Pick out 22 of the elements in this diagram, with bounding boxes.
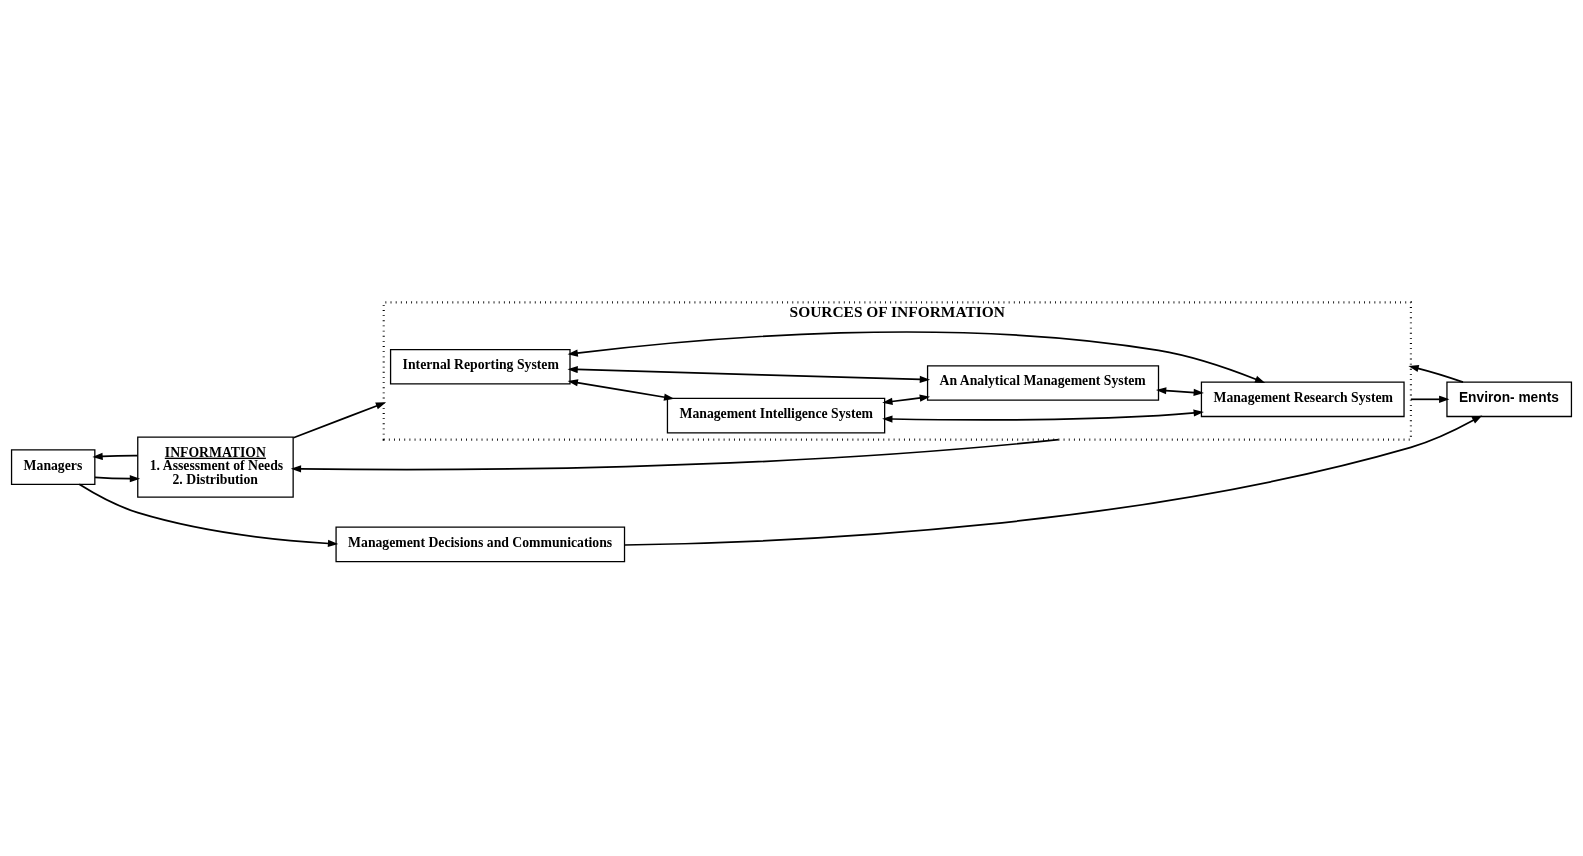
arrow <box>78 482 339 547</box>
node-box: INFORMATION 1. Assessment of Needs 2. Distribution <box>137 435 294 498</box>
arrow <box>1155 386 1204 396</box>
arrow <box>567 365 931 383</box>
arrow <box>567 330 1266 383</box>
arrow <box>1408 364 1464 383</box>
node-box: Environ- ments <box>1446 381 1573 417</box>
arrow <box>1410 395 1450 403</box>
arrow <box>567 378 675 401</box>
arrow <box>292 401 387 439</box>
arrow <box>882 393 931 405</box>
arrow <box>882 408 1204 423</box>
arrow <box>92 452 139 460</box>
arrow <box>94 474 141 482</box>
node-box: Management Decisions and Communications <box>335 526 626 562</box>
arrow <box>623 414 1483 546</box>
node-box: Managers <box>10 448 96 485</box>
node-box: Management Intelligence System <box>666 397 886 433</box>
node-box: Management Research System <box>1200 381 1405 417</box>
arrow <box>290 438 1060 472</box>
node-box: An Analytical Management System <box>926 364 1160 401</box>
node-box: Internal Reporting System <box>389 348 571 384</box>
